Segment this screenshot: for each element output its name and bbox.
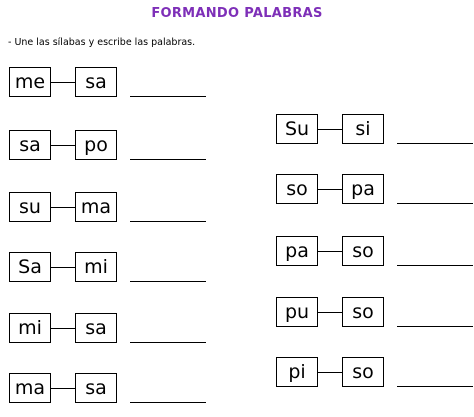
connector-line: [317, 129, 343, 130]
syllable-pair-row: ma sa: [9, 373, 209, 407]
syllable-box: su: [9, 192, 51, 222]
syllable-box: so: [342, 357, 384, 387]
worksheet-title: FORMANDO PALABRAS: [151, 6, 323, 21]
connector-line: [50, 388, 76, 389]
answer-blank[interactable]: [130, 342, 206, 343]
connector-line: [317, 312, 343, 313]
connector-line: [317, 189, 343, 190]
connector-line: [50, 145, 76, 146]
answer-blank[interactable]: [397, 386, 473, 387]
syllable-pair-row: pi so: [276, 357, 473, 391]
connector-line: [50, 82, 76, 83]
answer-blank[interactable]: [130, 159, 206, 160]
syllable-box: Sa: [9, 252, 51, 282]
connector-line: [317, 251, 343, 252]
syllable-box: me: [9, 67, 51, 97]
syllable-box: mi: [75, 252, 117, 282]
syllable-pair-row: sa po: [9, 130, 209, 164]
syllable-box: sa: [9, 130, 51, 160]
connector-line: [50, 328, 76, 329]
syllable-pair-row: Su si: [276, 114, 473, 148]
answer-blank[interactable]: [397, 203, 473, 204]
syllable-box: sa: [75, 313, 117, 343]
syllable-box: so: [342, 236, 384, 266]
syllable-box: pi: [276, 357, 318, 387]
syllable-box: sa: [75, 373, 117, 403]
instruction-text: - Une las sílabas y escribe las palabras…: [8, 37, 196, 48]
connector-line: [317, 372, 343, 373]
syllable-box: sa: [75, 67, 117, 97]
answer-blank[interactable]: [130, 96, 206, 97]
answer-blank[interactable]: [397, 143, 473, 144]
answer-blank[interactable]: [397, 265, 473, 266]
connector-line: [50, 207, 76, 208]
syllable-pair-row: so pa: [276, 174, 473, 208]
answer-blank[interactable]: [130, 402, 206, 403]
syllable-box: pa: [342, 174, 384, 204]
syllable-pair-row: Sa mi: [9, 252, 209, 286]
answer-blank[interactable]: [130, 281, 206, 282]
syllable-pair-row: mi sa: [9, 313, 209, 347]
syllable-box: po: [75, 130, 117, 160]
syllable-box: mi: [9, 313, 51, 343]
syllable-pair-row: pa so: [276, 236, 473, 270]
syllable-box: Su: [276, 114, 318, 144]
syllable-box: pu: [276, 297, 318, 327]
connector-line: [50, 267, 76, 268]
answer-blank[interactable]: [130, 221, 206, 222]
syllable-box: so: [276, 174, 318, 204]
syllable-box: si: [342, 114, 384, 144]
syllable-pair-row: pu so: [276, 297, 473, 331]
syllable-box: ma: [9, 373, 51, 403]
syllable-box: pa: [276, 236, 318, 266]
syllable-box: ma: [75, 192, 117, 222]
syllable-pair-row: me sa: [9, 67, 209, 101]
syllable-pair-row: su ma: [9, 192, 209, 226]
answer-blank[interactable]: [397, 326, 473, 327]
syllable-box: so: [342, 297, 384, 327]
